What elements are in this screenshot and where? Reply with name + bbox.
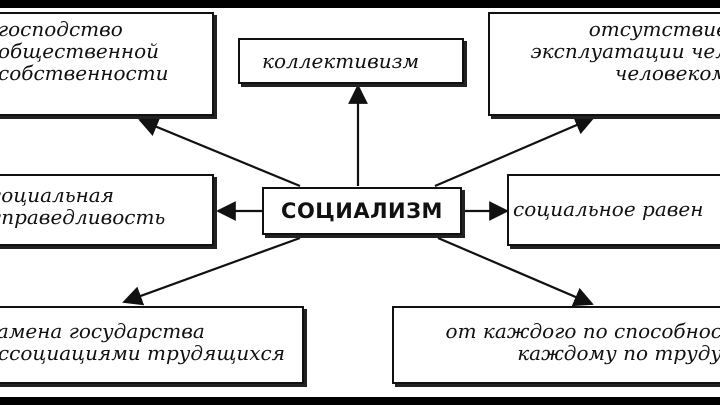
node-social-justice: социальная справедливость <box>0 174 214 246</box>
node-socialism-text: СОЦИАЛИЗМ <box>281 199 443 223</box>
arrow-to-top-right <box>434 115 595 188</box>
node-social-equality-text: социальное равен <box>513 197 704 221</box>
node-social-equality: социальное равен <box>507 174 720 246</box>
node-social-justice-text: социальная справедливость <box>0 183 166 229</box>
arrow-to-bottom-left <box>122 236 301 306</box>
node-from-each: от каждого по способнос каждому по труду <box>392 306 720 384</box>
node-public-ownership-text: господство общественной собственности <box>0 17 169 85</box>
node-from-each-text: от каждого по способнос каждому по труду <box>445 319 720 365</box>
node-no-exploitation-text: отсутствие эксплуатации чел человеком <box>530 17 720 85</box>
node-state-replacement: замена государства ассоциациями трудящих… <box>0 306 304 384</box>
node-collectivism-text: коллективизм <box>262 49 420 73</box>
arrow-to-bottom-right <box>437 236 594 307</box>
node-socialism: СОЦИАЛИЗМ <box>262 187 462 235</box>
node-public-ownership: господство общественной собственности <box>0 12 214 116</box>
node-no-exploitation: отсутствие эксплуатации чел человеком <box>488 12 720 116</box>
node-collectivism: коллективизм <box>238 38 464 84</box>
node-state-replacement-text: замена государства ассоциациями трудящих… <box>0 319 285 365</box>
arrow-to-top-left <box>138 117 301 188</box>
